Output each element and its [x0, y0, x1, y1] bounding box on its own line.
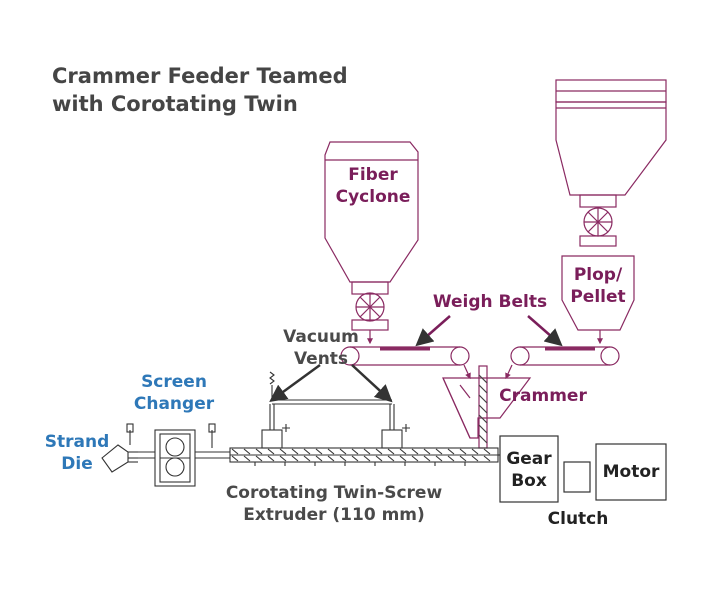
weigh-belt-right [505, 346, 620, 380]
extruder-label-line-1: Corotating Twin-Screw [225, 483, 443, 503]
title-line-2: with Corotating Twin [52, 92, 298, 116]
extruder-label: Corotating Twin-Screw Extruder (110 mm) [212, 482, 456, 526]
gear-box-label-line-2: Box [511, 471, 547, 491]
weigh-belt-left [340, 346, 471, 380]
fiber-cyclone-label-line-2: Cyclone [335, 187, 411, 207]
vacuum-vents-label-line-2: Vents [293, 349, 349, 369]
screen-changer-label-line-1: Screen [141, 372, 207, 392]
title-line-1: Crammer Feeder Teamed [52, 64, 348, 88]
strand-die [101, 444, 138, 473]
gear-box-label-line-1: Gear [506, 449, 552, 469]
plop-pellet-label-line-2: Pellet [570, 287, 626, 307]
screen-changer [126, 423, 216, 487]
extruder-label-line-2: Extruder (110 mm) [243, 505, 425, 525]
plop-pellet-label: Plop/ Pellet [560, 264, 636, 308]
vacuum-vents-label-line-1: Vacuum [283, 327, 359, 347]
label-arrows [269, 315, 563, 403]
clutch-label: Clutch [547, 509, 609, 529]
strand-die-label-line-1: Strand [44, 432, 110, 452]
screen-changer-label-line-2: Changer [133, 394, 215, 414]
drive-train [498, 435, 667, 503]
diagram-title: Crammer Feeder Teamed with Corotating Tw… [52, 62, 348, 118]
crammer-label: Crammer [499, 386, 587, 406]
vacuum-vents [261, 371, 410, 449]
plop-pellet-label-line-1: Plop/ [573, 265, 623, 285]
screen-changer-label: Screen Changer [126, 371, 222, 415]
crammer [442, 365, 532, 449]
plop-pellet-hopper [555, 79, 667, 345]
strand-die-label-line-2: Die [61, 454, 93, 474]
weigh-belts-label: Weigh Belts [432, 292, 548, 312]
fiber-cyclone-label: Fiber Cyclone [332, 164, 414, 208]
gear-box-label: Gear Box [500, 448, 558, 492]
fiber-cyclone [324, 141, 419, 345]
strand-die-label: Strand Die [44, 431, 110, 475]
vacuum-vents-label: Vacuum Vents [268, 326, 374, 370]
extruder-barrel [195, 447, 499, 466]
motor-label: Motor [602, 462, 660, 482]
fiber-cyclone-label-line-1: Fiber [348, 165, 398, 185]
